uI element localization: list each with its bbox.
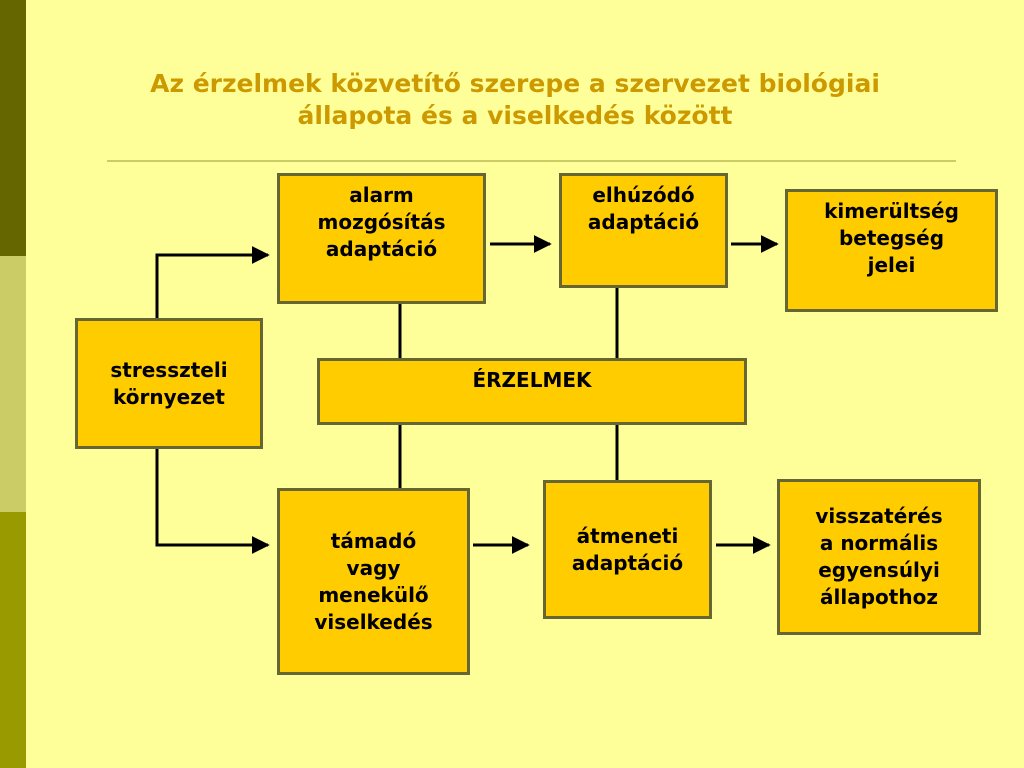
box-alarm-line-1: alarm xyxy=(349,183,414,207)
box-stress-environment: stresszteli környezet xyxy=(75,318,263,449)
box-prolonged-line-1: elhúzódó xyxy=(592,183,695,207)
box-stress-line-2: környezet xyxy=(113,384,225,409)
box-return-line-1: visszatérés xyxy=(815,504,943,528)
arrow-stress-to-alarm xyxy=(155,246,270,320)
box-emotions-label: ÉRZELMEK xyxy=(472,368,592,392)
box-return-to-balance: visszatérés a normális egyensúlyi állapo… xyxy=(777,479,981,635)
box-return-line-4: állapothoz xyxy=(820,585,938,609)
box-stress-line-1: stresszteli xyxy=(110,357,228,382)
box-exhaustion-line-1: kimerültség xyxy=(824,199,959,223)
box-alarm-mobilization: alarm mozgósítás adaptáció xyxy=(277,173,486,304)
box-exhaustion-line-2: betegség xyxy=(838,226,945,250)
arrow-stress-to-behavior xyxy=(155,448,270,554)
box-transient-line-1: átmeneti xyxy=(576,523,679,548)
box-behavior-line-1: támadó xyxy=(330,528,417,553)
box-prolonged-line-2: adaptáció xyxy=(587,210,700,234)
side-bar-middle xyxy=(0,256,26,512)
box-attack-or-flight: támadó vagy menekülő viselkedés xyxy=(277,488,470,675)
box-behavior-line-2: vagy xyxy=(346,555,401,580)
title-divider xyxy=(107,160,956,162)
side-bar-bottom xyxy=(0,512,26,768)
box-return-line-3: egyensúlyi xyxy=(818,558,940,582)
box-behavior-line-3: menekülő xyxy=(318,582,429,607)
box-emotions: ÉRZELMEK xyxy=(317,358,747,425)
box-exhaustion: kimerültség betegség jelei xyxy=(785,189,998,312)
slide-title-line-1: Az érzelmek közvetítő szerepe a szerveze… xyxy=(150,69,880,98)
box-alarm-line-3: adaptáció xyxy=(325,237,438,261)
side-bar-top xyxy=(0,0,26,256)
box-transient-line-2: adaptáció xyxy=(571,550,684,575)
box-alarm-line-2: mozgósítás xyxy=(317,210,446,234)
box-behavior-line-4: viselkedés xyxy=(314,609,433,634)
box-prolonged-adaptation: elhúzódó adaptáció xyxy=(559,173,728,288)
box-exhaustion-line-3: jelei xyxy=(867,253,916,277)
slide-title: Az érzelmek közvetítő szerepe a szerveze… xyxy=(60,68,970,132)
slide-title-line-2: állapota és a viselkedés között xyxy=(297,101,733,130)
box-transient-adaptation: átmeneti adaptáció xyxy=(543,480,712,619)
box-return-line-2: a normális xyxy=(819,531,939,555)
